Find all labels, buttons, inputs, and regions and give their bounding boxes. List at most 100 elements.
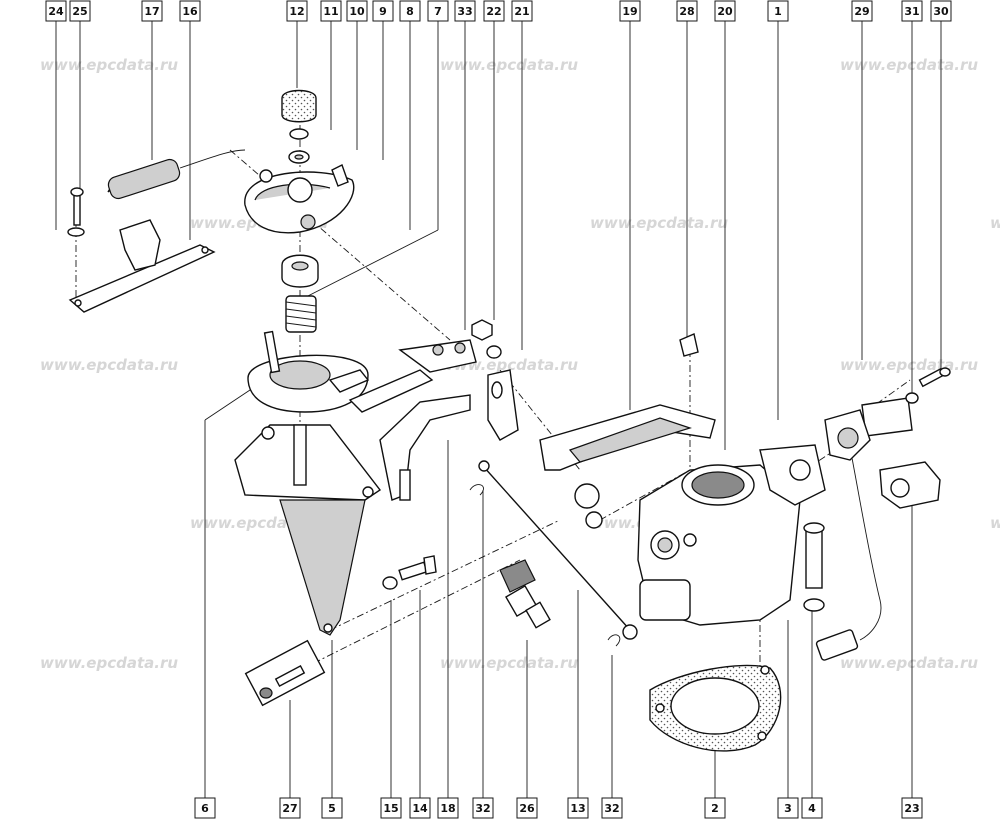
connector-housing-part-23 [815,457,941,661]
bolt-washer-parts-3-4 [803,522,825,612]
watermark-text: www.epcdata.ru [40,654,178,672]
gasket-part-2 [649,664,782,752]
callout-label: 12 [289,5,304,18]
callout-23: 23 [901,797,923,819]
callout-label: 20 [717,5,733,18]
watermark-text: www.epcdata.ru [440,56,578,74]
callout-8: 8 [399,0,421,22]
callout-box [194,797,216,819]
callout-box [321,797,343,819]
mounting-bracket-part-5 [234,424,382,636]
nut-washer-bracket-parts-33-22-21 [471,319,519,441]
callout-box [516,797,538,819]
return-spring-part-7 [285,295,317,333]
callout-21: 21 [511,0,533,22]
callout-30: 30 [930,0,952,22]
callout-18: 18 [437,797,459,819]
callout-25: 25 [69,0,91,22]
throttle-body-part-1 [637,444,826,626]
callout-33: 33 [454,0,476,22]
callout-box [767,0,789,22]
callout-label: 32 [475,802,490,815]
watermark-text: www.epcdata.ru [40,356,178,374]
callout-22: 22 [483,0,505,22]
callout-box [704,797,726,819]
pulley-housing-part-6 [247,330,370,413]
callout-box [380,797,402,819]
callout-label: 18 [440,802,455,815]
callout-box [454,0,476,22]
callout-box [45,0,67,22]
callout-label: 15 [383,802,398,815]
watermark-text: www.epcdata.ru [990,214,1000,232]
callout-32: 32 [601,797,623,819]
callout-label: 22 [486,5,501,18]
callout-box [901,797,923,819]
callout-label: 11 [323,5,338,18]
callout-label: 21 [514,5,529,18]
callout-box [179,0,201,22]
callout-17: 17 [141,0,163,22]
callout-box [320,0,342,22]
callout-label: 13 [570,802,585,815]
callout-26: 26 [516,797,538,819]
callout-label: 28 [679,5,694,18]
callout-box [619,0,641,22]
watermark-text: www.epcdata.ru [990,514,1000,532]
callout-32: 32 [472,797,494,819]
callout-2: 2 [704,797,726,819]
watermark-text: www.epcdata.ru [590,214,728,232]
callout-box [346,0,368,22]
callout-box [286,0,308,22]
bracket-plate-part-16 [68,219,216,313]
bushing-part-8 [281,254,319,288]
callout-label: 6 [201,802,209,815]
callout-20: 20 [714,0,736,22]
leader-lines [55,20,942,800]
sensor-part-26 [499,559,551,629]
watermark-text: www.epcdata.ru [840,654,978,672]
watermark-text: www.epcdata.ru [440,654,578,672]
callout-box [930,0,952,22]
watermark-text: www.epcdata.ru [40,56,178,74]
spring-part-17 [107,149,246,200]
callout-28: 28 [676,0,698,22]
callout-9: 9 [372,0,394,22]
callout-label: 23 [904,802,919,815]
callout-label: 31 [904,5,919,18]
actuator-arm-part-19 [539,404,716,529]
callout-label: 14 [412,802,428,815]
callout-label: 9 [379,5,387,18]
callout-box [601,797,623,819]
callout-box [372,0,394,22]
callout-box [141,0,163,22]
callout-box [851,0,873,22]
callout-label: 2 [711,802,719,815]
callout-3: 3 [777,797,799,819]
callout-box [676,0,698,22]
callout-label: 33 [457,5,472,18]
callout-label: 17 [144,5,159,18]
callout-box [472,797,494,819]
watermark-text: www.epcdata.ru [840,56,978,74]
callout-box [801,797,823,819]
callout-16: 16 [179,0,201,22]
throttle-lever-part-18 [348,339,477,501]
callout-label: 4 [808,802,816,815]
bolt-washer-parts-24-25 [67,187,85,237]
callout-6: 6 [194,797,216,819]
clip-part-28 [679,333,699,357]
washer-bolt-parts-15-14 [382,555,437,590]
callout-13: 13 [567,797,589,819]
watermark-text: www.epcdata.ru [840,356,978,374]
callout-27: 27 [279,797,301,819]
callout-14: 14 [409,797,431,819]
callout-box [511,0,533,22]
callout-box [399,0,421,22]
callout-31: 31 [901,0,923,22]
callout-label: 7 [434,5,442,18]
cam-lever-part-9 [244,164,355,234]
callout-box [567,797,589,819]
link-rod-part-13 [469,460,638,647]
